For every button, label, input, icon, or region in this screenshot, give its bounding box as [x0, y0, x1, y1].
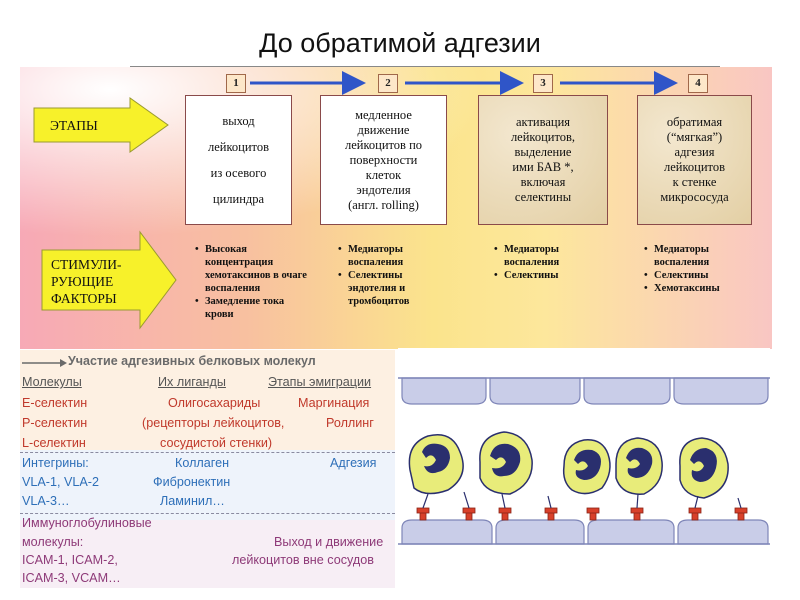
col-header-ligands: Их лиганды — [158, 375, 226, 389]
stage-4-line: адгезия — [674, 145, 715, 159]
stage-3-line: выделение — [514, 145, 572, 159]
stage-1-line: выход — [222, 114, 255, 128]
stage-adhesion: Адгезия — [330, 456, 377, 470]
bottom-endothelium — [401, 519, 769, 545]
leukocyte-rolling-illustration — [398, 348, 770, 590]
col-header-molecules: Молекулы — [22, 375, 82, 389]
stage-number-2: 2 — [378, 74, 398, 93]
factors-list-4: Медиаторы воспаления Селектины Хемотакси… — [642, 243, 754, 295]
stage-number-1: 1 — [226, 74, 246, 93]
stage-number-4: 4 — [688, 74, 708, 93]
stage-2-line: эндотелия — [356, 182, 411, 197]
stage-4-line: микрососуда — [660, 190, 729, 204]
leukocyte-cell-3 — [562, 439, 611, 495]
selectin-e: E-селектин — [22, 396, 88, 410]
adhesion-molecules-table: Участие адгезивных белковых молекул Моле… — [20, 350, 395, 588]
stage-4-line: лейкоцитов — [663, 160, 725, 174]
integrin-ligand: Коллаген — [175, 456, 230, 470]
stage-box-2: медленное движение лейкоцитов по поверхн… — [320, 95, 447, 225]
stage-box-3: активация лейкоцитов, выделение ими БАВ … — [478, 95, 608, 225]
table-heading: Участие адгезивных белковых молекул — [68, 354, 316, 368]
factors-list-2: Медиаторы воспаления Селектины эндотелия… — [336, 243, 448, 308]
leukocyte-cell-2 — [479, 431, 533, 495]
factors-label-line-3: ФАКТОРЫ — [51, 291, 117, 306]
factors-arrow — [41, 230, 177, 330]
selectin-ligand: Олигосахариды — [168, 396, 261, 410]
factor-item: Селектины — [642, 269, 754, 282]
page-title: До обратимой адгезии — [259, 28, 541, 58]
stage-emigration: лейкоцитов вне сосудов — [232, 553, 374, 567]
stage-rolling: Роллинг — [326, 416, 374, 430]
stage-number-3: 3 — [533, 74, 553, 93]
top-endothelium — [401, 377, 769, 405]
stage-1-line: цилиндра — [212, 192, 265, 206]
stage-2-line: медленное — [355, 107, 412, 122]
immuno-icam: ICAM-1, ICAM-2, — [22, 553, 118, 567]
integrins-label: Интегрины: — [22, 456, 89, 470]
factor-item: Селектины — [492, 269, 604, 282]
immuno-icam: ICAM-3, VCAM… — [22, 571, 121, 585]
stage-4-line: (“мягкая”) — [666, 130, 723, 144]
factor-item: Высокая концентрация хемотаксинов в очаг… — [193, 243, 309, 295]
leukocyte-cell-4 — [615, 437, 663, 495]
stage-box-4: обратимая (“мягкая”) адгезия лейкоцитов … — [637, 95, 752, 225]
stage-2-line: клеток — [365, 167, 402, 182]
stage-3-line: лейкоцитов, — [510, 130, 576, 144]
col-header-stages: Этапы эмиграции — [268, 375, 372, 389]
factor-item: Замедление тока крови — [193, 295, 309, 321]
integrins-vla12: VLA-1, VLA-2 — [22, 475, 100, 489]
stage-2-line: поверхности — [349, 152, 418, 167]
factors-label-line-2: РУЮЩИЕ — [51, 274, 114, 289]
integrins-vla3: VLA-3… — [22, 494, 70, 508]
factors-list-3: Медиаторы воспаления Селектины — [492, 243, 604, 282]
factor-item: Хемотаксины — [642, 282, 754, 295]
stage-4-line: к стенке — [672, 175, 717, 189]
selectin-p: P-селектин — [22, 416, 88, 430]
factors-label-line-1: СТИМУЛИ- — [51, 257, 122, 272]
stage-3-line: активация — [515, 115, 571, 129]
selectin-ligand: сосудистой стенки) — [160, 436, 273, 450]
ligand-tethers — [422, 491, 742, 509]
title-divider — [130, 66, 720, 67]
leukocyte-cell-5 — [679, 437, 729, 499]
stage-3-line: включая — [520, 175, 566, 189]
immuno-label: Иммуноглобулиновые — [22, 516, 152, 530]
stage-flow-arrows — [250, 71, 678, 95]
factor-item: Медиаторы воспаления — [642, 243, 754, 269]
stage-2-line: движение — [357, 122, 410, 137]
stage-1-line: лейкоцитов — [208, 140, 269, 154]
table-divider — [20, 452, 395, 453]
stage-emigration: Выход и движение — [274, 535, 384, 549]
stage-1-line: из осевого — [210, 166, 267, 180]
stage-margination: Маргинация — [298, 396, 370, 410]
stages-label: ЭТАПЫ — [50, 118, 98, 133]
integrin-ligand: Ламинил… — [160, 494, 225, 508]
stage-3-line: селектины — [514, 190, 572, 204]
table-divider — [20, 513, 395, 514]
selectin-l: L-селектин — [22, 436, 86, 450]
heading-arrow-icon — [22, 359, 67, 367]
stage-3-line: ими БАВ *, — [512, 160, 574, 174]
factors-list-1: Высокая концентрация хемотаксинов в очаг… — [193, 243, 309, 321]
integrin-ligand: Фибронектин — [153, 475, 231, 489]
factors-label: СТИМУЛИ- РУЮЩИЕ ФАКТОРЫ — [51, 256, 121, 307]
stage-2-line: лейкоцитов по — [344, 137, 423, 152]
factor-item: Медиаторы воспаления — [336, 243, 448, 269]
factor-item: Селектины эндотелия и тромбоцитов — [336, 269, 448, 308]
immuno-label: молекулы: — [22, 535, 84, 549]
stages-arrow — [33, 97, 169, 153]
stage-4-line: обратимая — [666, 115, 723, 129]
factor-item: Медиаторы воспаления — [492, 243, 604, 269]
stage-box-1: выход лейкоцитов из осевого цилиндра — [185, 95, 292, 225]
leukocyte-cell-1 — [408, 434, 464, 495]
stage-2-line: (англ. rolling) — [348, 197, 419, 212]
selectin-ligand: (рецепторы лейкоцитов, — [142, 416, 285, 430]
